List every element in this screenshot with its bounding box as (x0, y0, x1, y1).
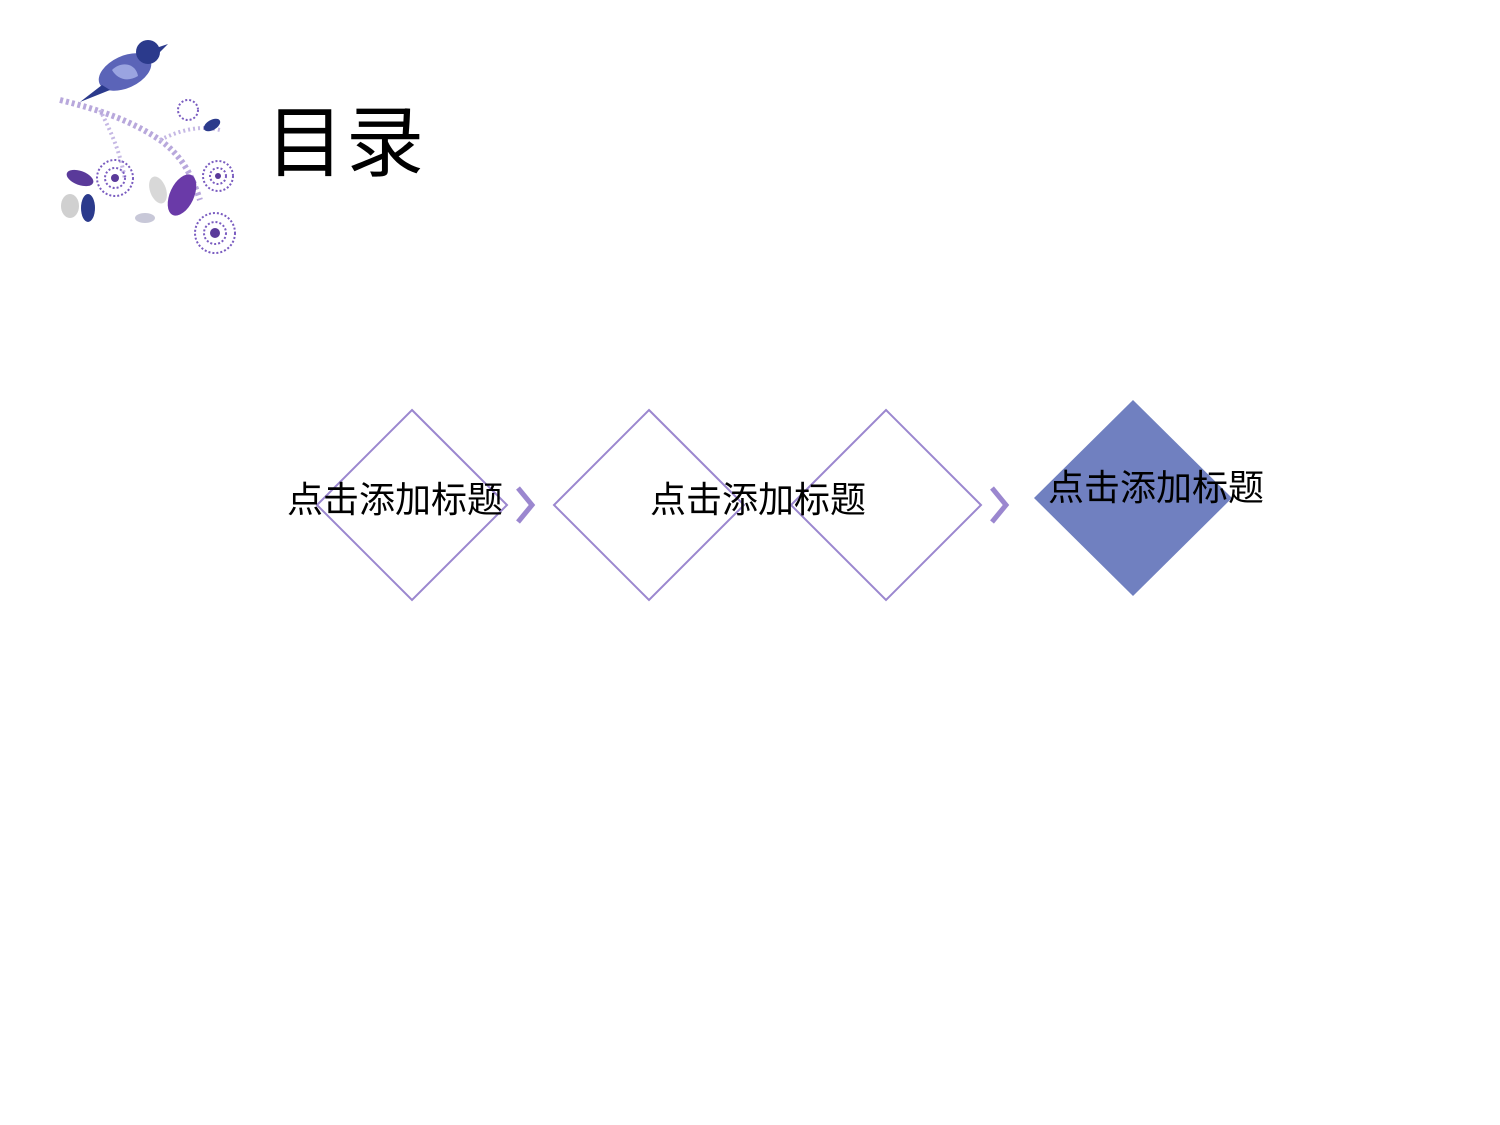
arrow-right-icon (990, 486, 1010, 524)
step-2-diamond (552, 408, 746, 602)
step-label-1: 点击添加标题 (287, 480, 504, 521)
bird-on-branch-icon (59, 40, 236, 254)
page-title: 目录 (266, 99, 427, 189)
step-1-diamond (315, 408, 509, 602)
step-4-diamond (1034, 400, 1232, 596)
step-label-2: 点击添加标题 (650, 480, 867, 521)
arrow-right-icon (516, 486, 536, 524)
step-3-diamond (789, 408, 983, 602)
step-label-3: 点击添加标题 (1048, 468, 1265, 509)
